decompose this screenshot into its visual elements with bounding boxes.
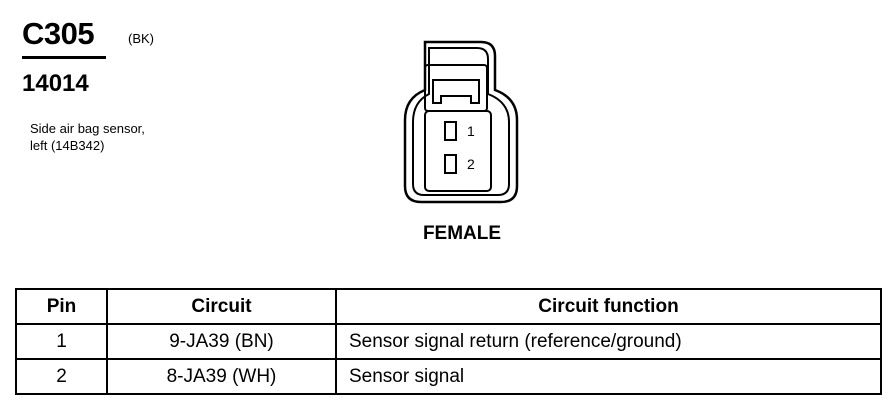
- pin-1-terminal: [444, 121, 457, 141]
- table-row: 1 9-JA39 (BN) Sensor signal return (refe…: [15, 323, 882, 360]
- table-row: 2 8-JA39 (WH) Sensor signal: [15, 358, 882, 395]
- pin-1-label: 1: [467, 123, 475, 139]
- cell-pin: 1: [15, 323, 108, 360]
- latch-tab: [432, 79, 480, 104]
- cell-circuit: 8-JA39 (WH): [106, 358, 337, 395]
- cell-circuit-function: Sensor signal return (reference/ground): [335, 323, 882, 360]
- connector-outer-shell: [403, 40, 519, 204]
- part-number: 14014: [22, 70, 89, 97]
- connector-inner-shell: [412, 47, 510, 196]
- header-pin: Pin: [15, 288, 108, 325]
- latch-tab-outline: [424, 64, 488, 112]
- connector-id: C305: [22, 16, 95, 51]
- pin-2-label: 2: [467, 156, 475, 172]
- connector-face-diagram: 1 2: [403, 40, 519, 204]
- connector-id-underline: [22, 56, 106, 59]
- table-header-row: Pin Circuit Circuit function: [15, 288, 882, 325]
- pin-cavity-block: [424, 110, 492, 192]
- description-line: left (14B342): [30, 138, 105, 153]
- cell-circuit-function: Sensor signal: [335, 358, 882, 395]
- header-circuit: Circuit: [106, 288, 337, 325]
- pin-2-terminal: [444, 154, 457, 174]
- cell-circuit: 9-JA39 (BN): [106, 323, 337, 360]
- connector-description: Side air bag sensor, left (14B342): [30, 120, 250, 154]
- connector-color-code: (BK): [128, 31, 154, 46]
- connector-gender-label: FEMALE: [422, 223, 502, 244]
- pinout-table: Pin Circuit Circuit function 1 9-JA39 (B…: [15, 288, 882, 395]
- description-line: Side air bag sensor,: [30, 121, 145, 136]
- header-circuit-function: Circuit function: [335, 288, 882, 325]
- cell-pin: 2: [15, 358, 108, 395]
